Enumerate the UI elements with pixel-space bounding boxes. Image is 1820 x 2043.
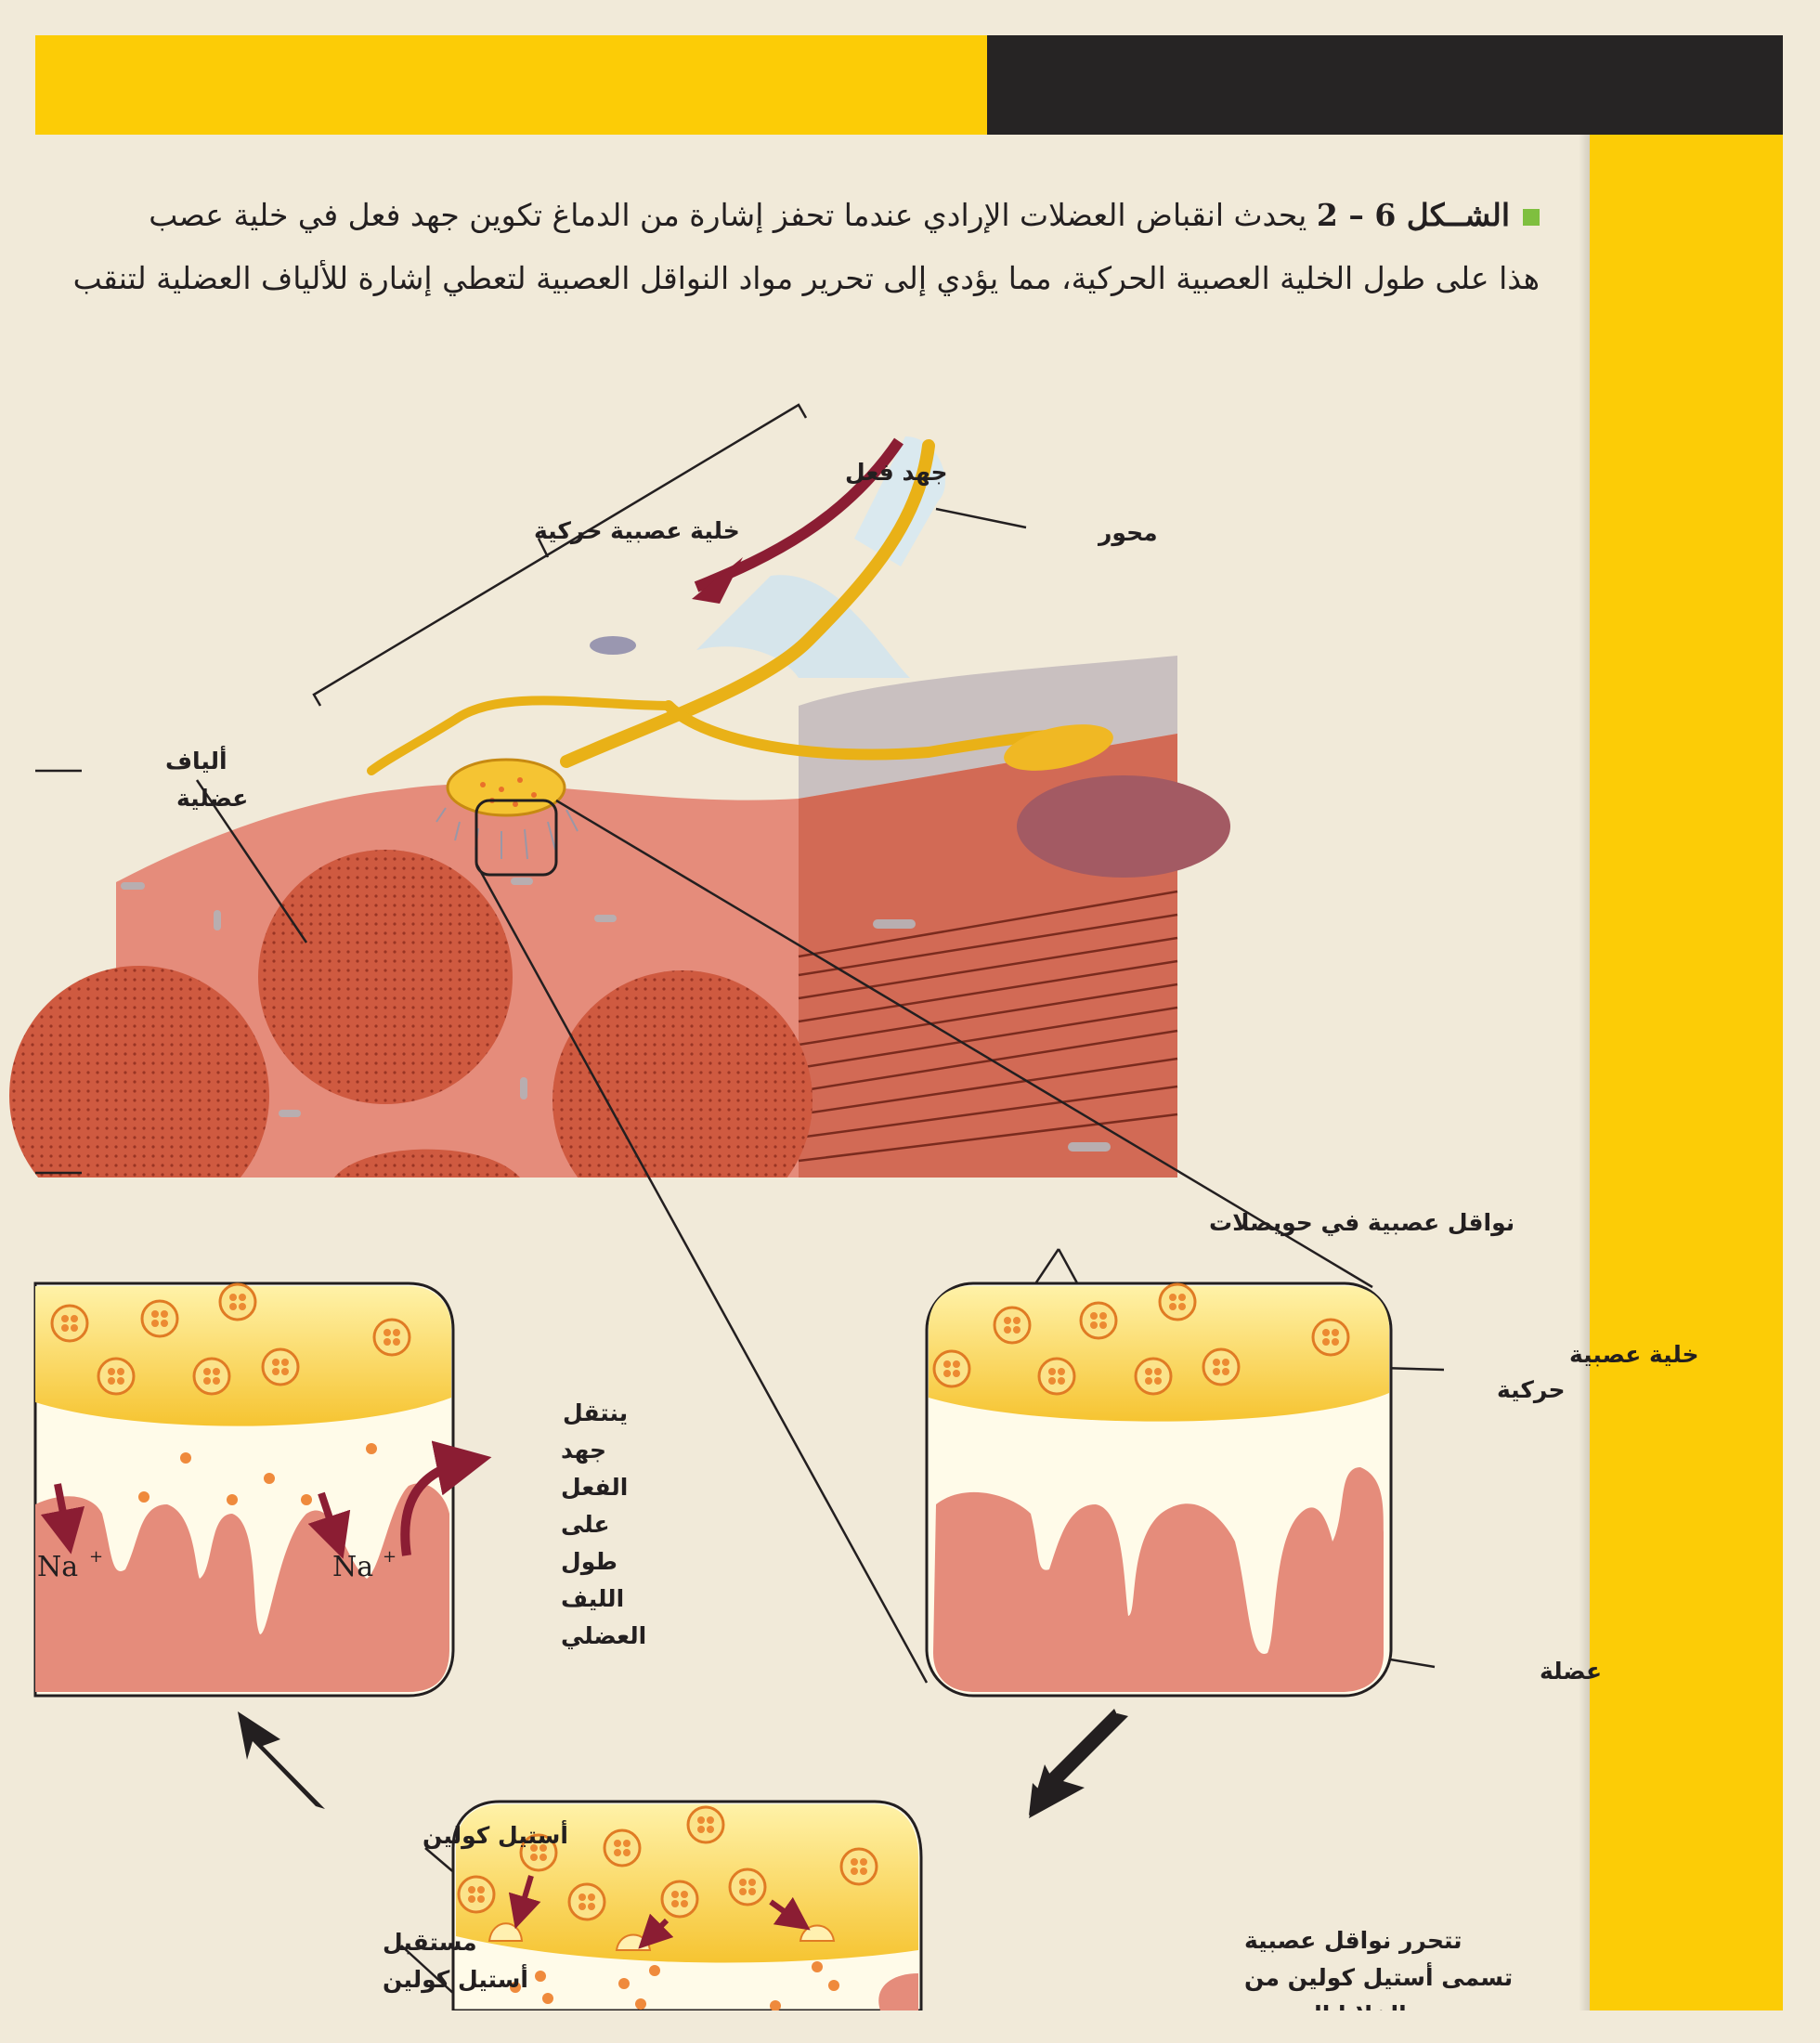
label-propagation-0: ينتقل bbox=[563, 1399, 628, 1426]
arrowhead-icon bbox=[692, 557, 743, 604]
detail-panel-right bbox=[925, 1282, 1393, 1698]
motor-neuron bbox=[367, 436, 1113, 877]
muscle-fiber-cross-section bbox=[9, 966, 269, 1226]
myelin-sheath bbox=[696, 575, 910, 678]
caption-line-2: هذا على طول الخلية العصبية الحركية، مما … bbox=[0, 260, 1540, 306]
muscle-fiber-cross-section bbox=[258, 850, 513, 1104]
label-propagation-2: الفعل bbox=[561, 1474, 628, 1501]
header-bar-yellow bbox=[35, 35, 987, 135]
label-receptor-1: مستقبل bbox=[383, 1929, 477, 1956]
muscle-membrane bbox=[933, 1467, 1384, 1692]
zoom-box bbox=[474, 799, 558, 877]
caption-text-2: هذا على طول الخلية العصبية الحركية، مما … bbox=[72, 260, 1540, 296]
muscle-block bbox=[0, 656, 1579, 1233]
label-action-potential: جهد فعل bbox=[845, 459, 947, 487]
label-axon: محور bbox=[1097, 519, 1158, 547]
release-arrow-icon bbox=[638, 1913, 674, 1949]
label-release-2: تسمى أستيل كولين من bbox=[1244, 1962, 1513, 1992]
label-propagation-6: العضلي bbox=[561, 1622, 646, 1649]
nucleus-shape bbox=[1017, 775, 1230, 878]
label-motor-neuron-right-1: خلية عصبية bbox=[1569, 1341, 1699, 1368]
muscle-fiber-cross-section bbox=[552, 970, 812, 1230]
label-propagation-1: جهد bbox=[561, 1437, 606, 1464]
caption-line-1: الشــكل 6 – 2 يحدث انقباض العضلات الإراد… bbox=[0, 197, 1540, 243]
label-motor-neuron-top: خلية عصبية حركية bbox=[534, 517, 740, 545]
na-charge-label-1: + bbox=[89, 1547, 103, 1567]
label-muscle-fibers-1: ألياف bbox=[165, 746, 228, 774]
na-arrow-icon bbox=[40, 1483, 85, 1555]
muscle-fiber-cross-section bbox=[334, 1149, 520, 1178]
axon-terminal bbox=[446, 758, 566, 817]
label-receptor-2: أستيل كولين bbox=[383, 1964, 528, 1994]
detail-panel-bottom bbox=[451, 1800, 923, 2012]
block-top-surface bbox=[799, 656, 1177, 799]
schwann-nucleus bbox=[590, 636, 636, 655]
release-arrow-icon bbox=[508, 1875, 541, 1930]
label-motor-neuron-right-2: حركية bbox=[1497, 1376, 1565, 1404]
label-acetylcholine: أستيل كولين bbox=[422, 1820, 568, 1850]
cycle-arrow-up-icon bbox=[238, 1711, 325, 1809]
label-release-1: تتحرر نواقل عصبية bbox=[1244, 1927, 1462, 1955]
green-square-bullet-icon bbox=[1523, 209, 1540, 226]
side-bar-yellow bbox=[1590, 135, 1783, 2010]
label-propagation-3: على bbox=[561, 1511, 610, 1538]
figure-label: الشــكل 6 – 2 bbox=[1316, 197, 1510, 233]
na-ion-label-2: Na bbox=[332, 1551, 373, 1583]
label-muscle-fibers-2: عضلية bbox=[176, 785, 248, 812]
label-vesicle-neurotransmitters: نواقل عصبية في حويصلات bbox=[1209, 1209, 1514, 1237]
na-charge-label-2: + bbox=[383, 1547, 396, 1567]
release-arrow-icon bbox=[769, 1896, 811, 1931]
page-edge-shadow bbox=[1579, 135, 1590, 2010]
propagation-arrow-icon bbox=[400, 1440, 492, 1556]
na-ion-label-1: Na bbox=[37, 1551, 78, 1583]
header-bar-black bbox=[987, 35, 1783, 135]
caption-text-1: يحدث انقباض العضلات الإرادي عندما تحفز إ… bbox=[149, 197, 1307, 233]
label-muscle: عضلة bbox=[1540, 1658, 1602, 1685]
label-propagation-4: طول bbox=[561, 1548, 618, 1576]
detail-panel-left: Na + Na + bbox=[33, 1282, 492, 1698]
axon-shape bbox=[560, 439, 935, 768]
label-propagation-5: الليف bbox=[561, 1585, 624, 1612]
na-arrow-icon bbox=[307, 1491, 351, 1559]
